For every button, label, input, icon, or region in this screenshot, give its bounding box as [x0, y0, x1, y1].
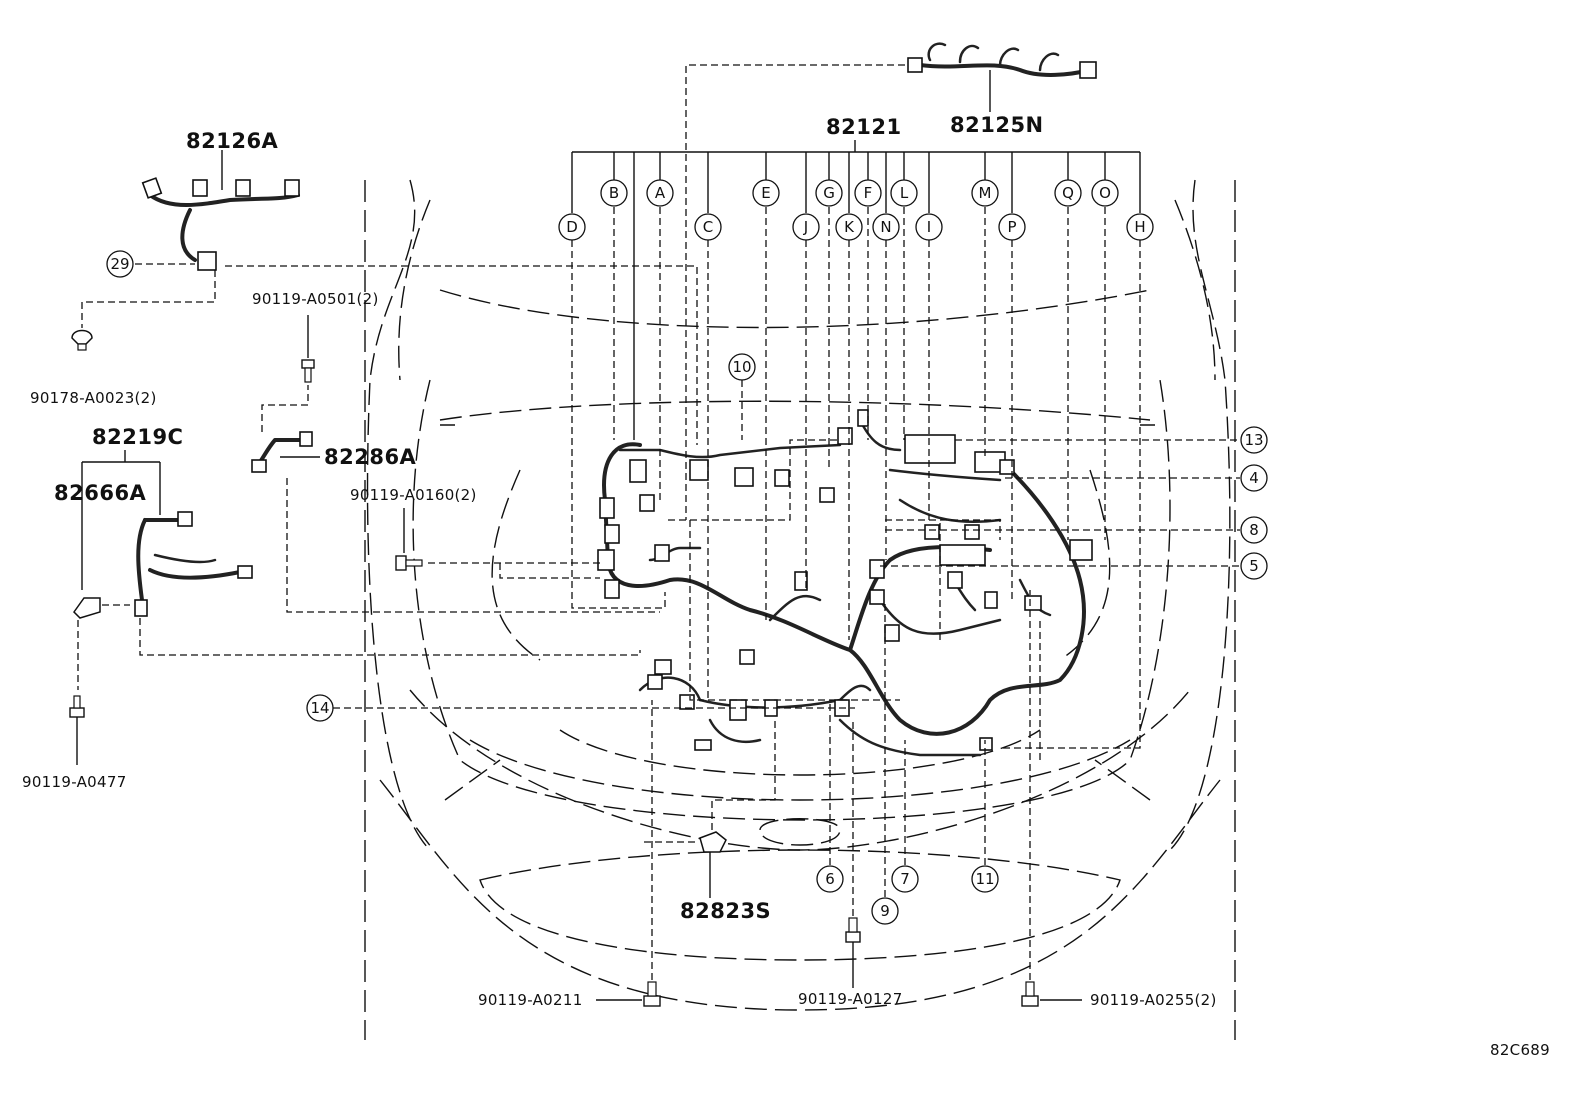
label-90119-A0211: 90119-A0211 — [478, 991, 583, 1009]
label-90119-A0127: 90119-A0127 — [798, 990, 903, 1008]
label-90119-A0255: 90119-A0255(2) — [1090, 991, 1217, 1009]
svg-text:H: H — [1134, 218, 1145, 236]
svg-text:7: 7 — [900, 870, 910, 888]
svg-text:D: D — [566, 218, 578, 236]
part-82823S — [640, 720, 776, 898]
svg-text:G: G — [823, 184, 835, 202]
label-82666A: 82666A — [54, 481, 147, 505]
svg-text:B: B — [609, 184, 619, 202]
bolt-90119-A0160 — [395, 508, 600, 579]
letter-circle-E: E — [752, 179, 780, 207]
letter-circle-M: M — [971, 179, 999, 207]
letter-circle-B: B — [600, 179, 628, 207]
bolt-90119-A0127 — [845, 720, 861, 988]
letter-circle-L: L — [890, 179, 918, 207]
letter-circle-D: D — [558, 213, 586, 241]
diagram-code: 82C689 — [1490, 1041, 1550, 1059]
harness-82125N — [907, 42, 1097, 112]
svg-text:6: 6 — [825, 870, 835, 888]
leader-82126A-clip — [81, 270, 216, 328]
engine-harness-82121 — [597, 409, 1093, 757]
label-82219C: 82219C — [92, 425, 183, 449]
label-90119-A0501: 90119-A0501(2) — [252, 290, 379, 308]
bolt-90119-A0255 — [1021, 590, 1082, 1007]
leader-82219C — [139, 618, 641, 656]
svg-text:J: J — [803, 218, 808, 236]
svg-text:P: P — [1007, 218, 1016, 236]
svg-text:Q: Q — [1062, 184, 1074, 202]
callout-14: 14 — [306, 694, 334, 722]
bolt-90119-A0211 — [596, 700, 661, 1007]
letter-circle-P: P — [998, 213, 1026, 241]
leader-82286A — [286, 478, 660, 613]
bracket-82666A — [73, 597, 130, 619]
label-82126A: 82126A — [186, 129, 279, 153]
letter-leader-lines — [571, 207, 1141, 749]
callout-9: 9 — [871, 897, 899, 925]
svg-text:C: C — [703, 218, 713, 236]
letter-circle-C: C — [694, 213, 722, 241]
svg-text:4: 4 — [1249, 469, 1259, 487]
label-90178-A0023: 90178-A0023(2) — [30, 389, 157, 407]
svg-text:L: L — [900, 184, 909, 202]
letter-circle-I: I — [915, 213, 943, 241]
callout-4: 4 — [1240, 464, 1268, 492]
svg-text:I: I — [927, 218, 931, 236]
svg-text:A: A — [655, 184, 666, 202]
svg-text:E: E — [761, 184, 770, 202]
label-90119-A0477: 90119-A0477 — [22, 773, 127, 791]
harness-82219C — [81, 450, 253, 617]
bolt-90119-A0477 — [69, 695, 85, 765]
svg-text:13: 13 — [1244, 431, 1263, 449]
letter-circle-G: G — [815, 179, 843, 207]
callout-leaders — [333, 380, 1240, 897]
svg-text:N: N — [880, 218, 891, 236]
svg-text:9: 9 — [880, 902, 890, 920]
label-82121: 82121 — [826, 115, 902, 139]
callout-6: 6 — [816, 865, 844, 893]
svg-text:29: 29 — [110, 255, 129, 273]
leader-82126A-right — [225, 265, 698, 445]
callout-13: 13 — [1240, 426, 1268, 454]
svg-text:M: M — [979, 184, 992, 202]
part-82286A — [251, 385, 320, 473]
label-82286A: 82286A — [324, 445, 417, 469]
callout-10: 10 — [728, 353, 756, 381]
svg-text:10: 10 — [732, 358, 751, 376]
callout-11: 11 — [971, 865, 999, 893]
label-90119-A0160: 90119-A0160(2) — [350, 486, 477, 504]
svg-text:K: K — [844, 218, 855, 236]
svg-text:11: 11 — [975, 870, 994, 888]
bolt-90119-A0501 — [301, 315, 315, 383]
callout-7: 7 — [891, 865, 919, 893]
harness-82126A — [141, 150, 300, 271]
letter-circle-K: K — [835, 213, 863, 241]
callout-5: 5 — [1240, 552, 1268, 580]
label-82823S: 82823S — [680, 899, 771, 923]
svg-text:8: 8 — [1249, 521, 1259, 539]
callout-8: 8 — [1240, 516, 1268, 544]
letter-circle-A: A — [646, 179, 674, 207]
letter-circle-J: J — [792, 213, 820, 241]
leader-82125N — [685, 64, 905, 520]
label-82125N: 82125N — [950, 113, 1044, 137]
letter-circle-O: O — [1091, 179, 1119, 207]
clip-90178-A0023 — [71, 329, 93, 351]
svg-text:O: O — [1099, 184, 1111, 202]
letter-circle-H: H — [1126, 213, 1154, 241]
letter-bracket — [571, 140, 1141, 440]
svg-text:F: F — [864, 184, 873, 202]
letter-circle-Q: Q — [1054, 179, 1082, 207]
letter-circle-F: F — [854, 179, 882, 207]
letter-circle-N: N — [872, 213, 900, 241]
callout-29: 29 — [106, 250, 134, 278]
svg-text:5: 5 — [1249, 557, 1259, 575]
svg-text:14: 14 — [310, 699, 329, 717]
